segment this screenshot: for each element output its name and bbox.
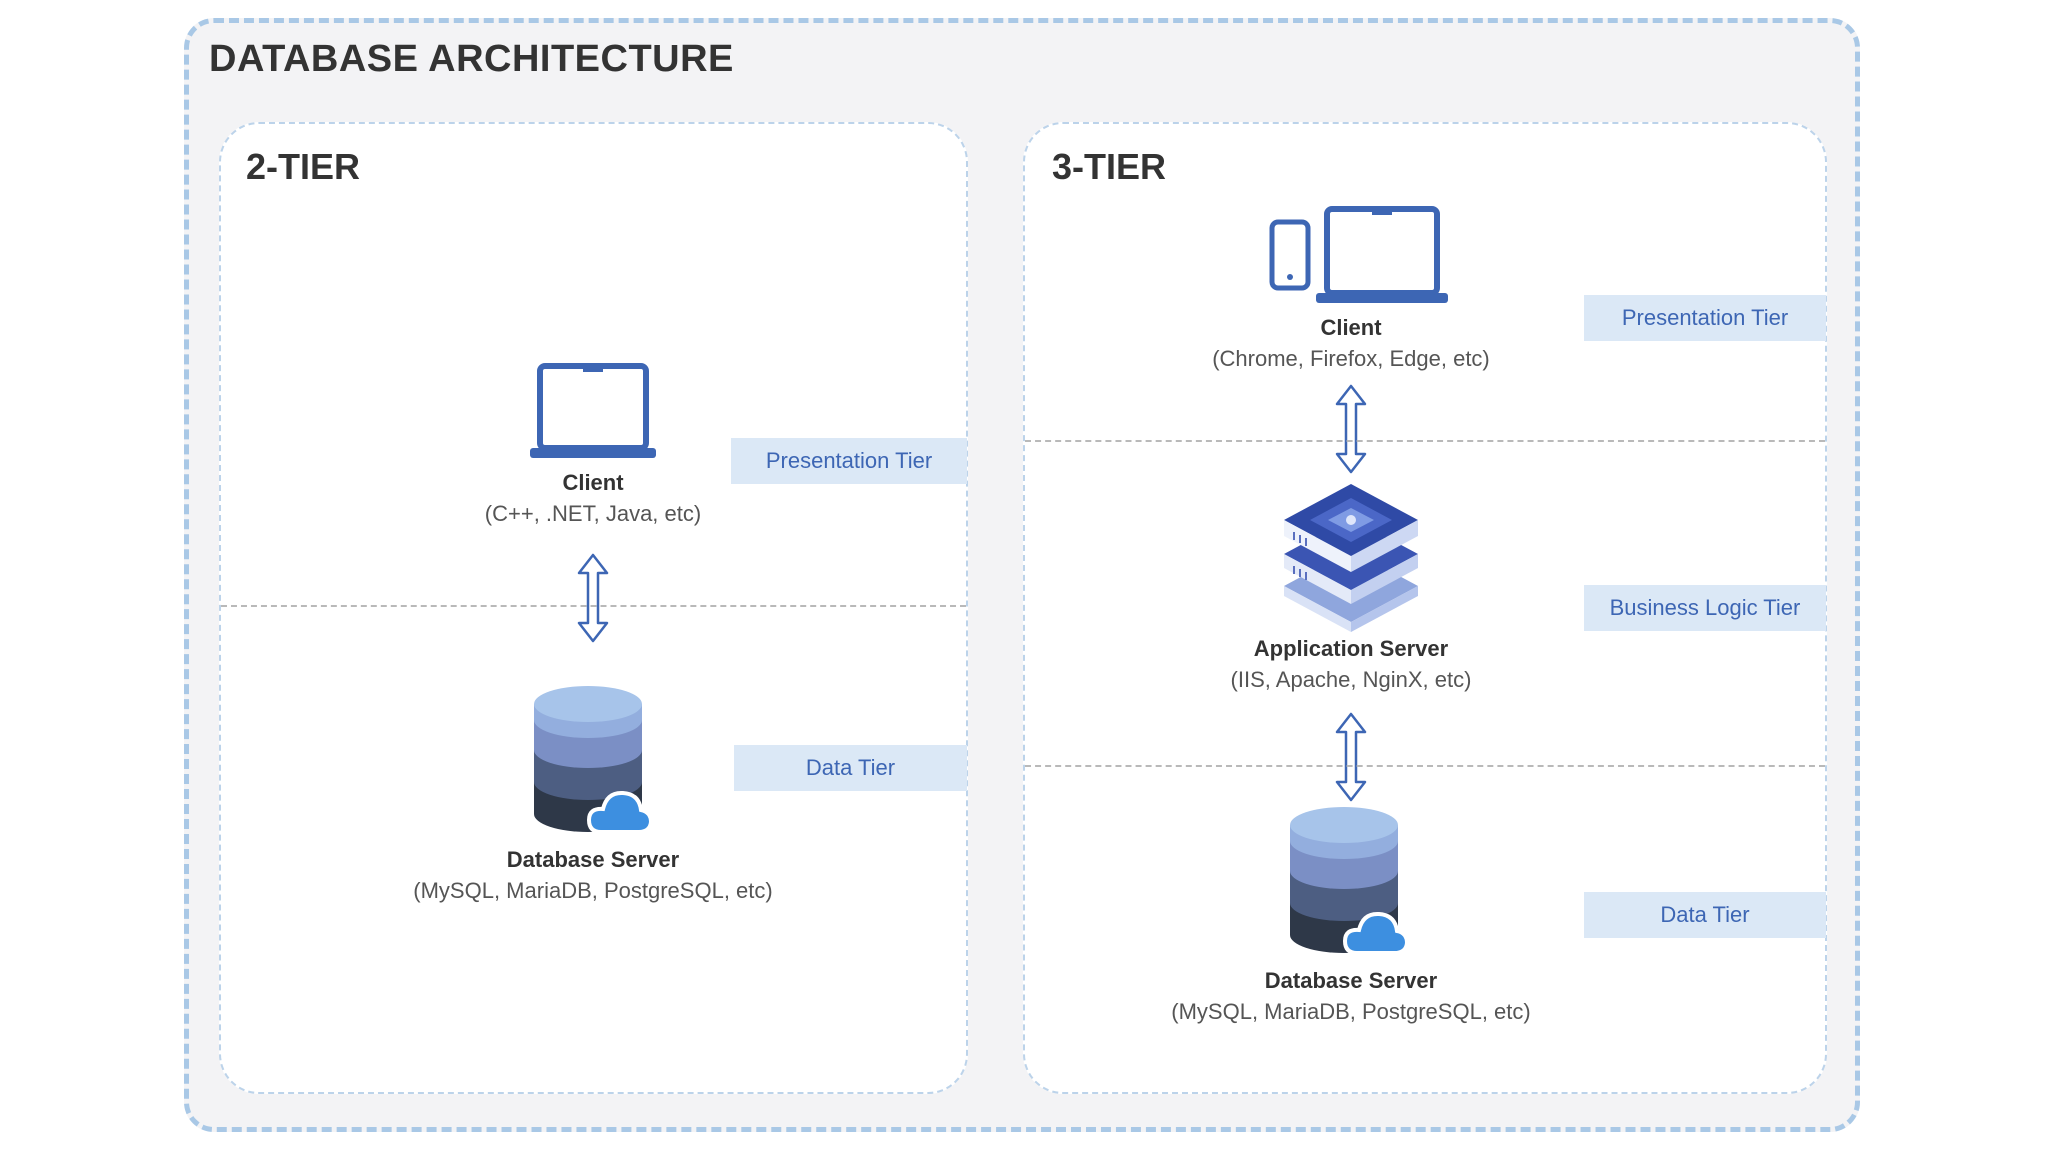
laptop-icon: [1314, 205, 1450, 307]
app-server-desc-3-tier: (IIS, Apache, NginX, etc): [1230, 667, 1472, 692]
database-icon: [1287, 807, 1411, 963]
page-title: DATABASE ARCHITECTURE: [209, 38, 734, 80]
server-stack-icon: [1280, 482, 1422, 632]
database-name-3-tier: Database Server: [1264, 968, 1438, 993]
phone-icon: [1269, 219, 1311, 291]
database-desc-2-tier: (MySQL, MariaDB, PostgreSQL, etc): [413, 878, 773, 903]
tier-divider-2-tier: [221, 605, 966, 607]
business-logic-tier-tag-3-tier: Business Logic Tier: [1584, 585, 1826, 631]
panel-title-3-tier: 3-TIER: [1052, 146, 1167, 187]
tier-divider-3-tier-bottom: [1025, 765, 1825, 767]
cloud-icon: [590, 786, 650, 842]
double-arrow-icon: [577, 553, 609, 643]
double-arrow-icon: [1335, 384, 1367, 474]
double-arrow-icon: [1335, 712, 1367, 802]
tier-divider-3-tier-top: [1025, 440, 1825, 442]
presentation-tier-tag-3-tier: Presentation Tier: [1584, 295, 1826, 341]
data-tier-tag-2-tier: Data Tier: [734, 745, 967, 791]
database-icon: [531, 686, 655, 842]
database-desc-3-tier: (MySQL, MariaDB, PostgreSQL, etc): [1171, 999, 1531, 1024]
data-tier-tag-3-tier: Data Tier: [1584, 892, 1826, 938]
client-desc-2-tier: (C++, .NET, Java, etc): [484, 501, 702, 526]
panel-title-2-tier: 2-TIER: [246, 146, 361, 187]
presentation-tier-tag-2-tier: Presentation Tier: [731, 438, 967, 484]
client-name-2-tier: Client: [562, 470, 624, 495]
laptop-icon: [528, 362, 658, 462]
client-name-3-tier: Client: [1320, 315, 1382, 340]
database-name-2-tier: Database Server: [506, 847, 680, 872]
app-server-name-3-tier: Application Server: [1253, 636, 1449, 661]
client-desc-3-tier: (Chrome, Firefox, Edge, etc): [1212, 346, 1490, 371]
